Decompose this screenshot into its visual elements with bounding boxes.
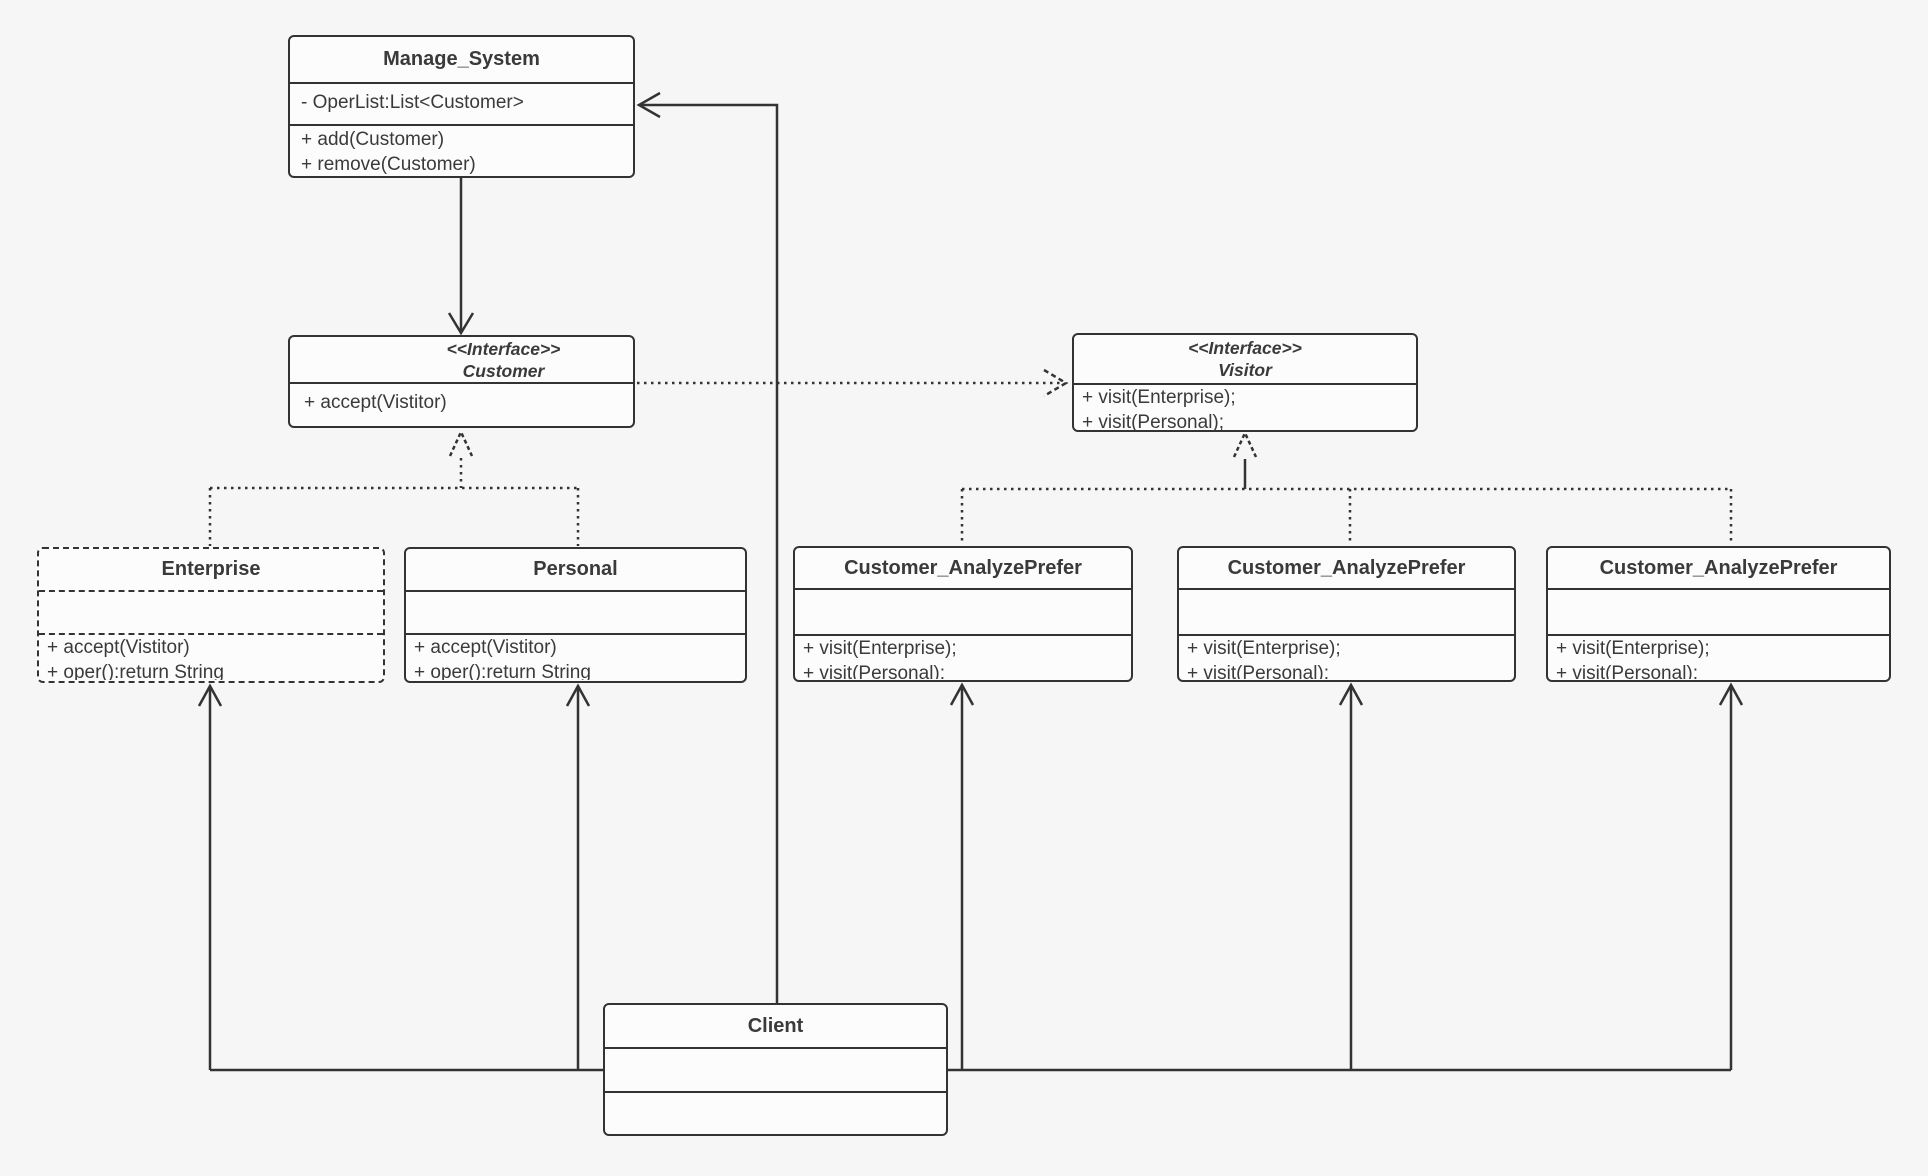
class-methods: + visit(Enterprise); + visit(Personal); bbox=[1074, 383, 1416, 431]
class-manage-system[interactable]: Manage_System - OperList:List<Customer> … bbox=[288, 35, 635, 178]
class-title: <<Interface>> Customer bbox=[290, 337, 633, 382]
class-methods: + add(Customer) + remove(Customer) bbox=[290, 124, 633, 175]
class-methods: + accept(Vistitor) + oper():return Strin… bbox=[406, 633, 745, 680]
interface-name: Customer bbox=[462, 360, 545, 381]
empty-compartment bbox=[605, 1047, 946, 1091]
class-personal[interactable]: Personal + accept(Vistitor) + oper():ret… bbox=[404, 547, 747, 683]
class-methods: + visit(Enterprise); + visit(Personal); bbox=[1548, 634, 1889, 679]
class-enterprise[interactable]: Enterprise + accept(Vistitor) + oper():r… bbox=[37, 547, 385, 683]
class-methods: + visit(Enterprise); + visit(Personal); bbox=[795, 634, 1131, 679]
method: + accept(Vistitor) bbox=[304, 392, 447, 413]
class-title: Customer_AnalyzePrefer bbox=[844, 556, 1082, 579]
class-methods: + accept(Vistitor) bbox=[290, 382, 633, 425]
class-client[interactable]: Client bbox=[603, 1003, 948, 1136]
method: + visit(Enterprise); bbox=[1187, 638, 1341, 659]
method: + visit(Personal); bbox=[1187, 663, 1330, 679]
empty-compartment bbox=[39, 590, 383, 633]
client-bus-arrows bbox=[197, 682, 1744, 1072]
class-title: Customer_AnalyzePrefer bbox=[1599, 556, 1838, 579]
method: + oper():return String bbox=[47, 662, 224, 680]
class-methods: + visit(Enterprise); + visit(Personal); bbox=[1179, 634, 1514, 679]
class-methods: + accept(Vistitor) + oper():return Strin… bbox=[39, 633, 383, 680]
method: + oper():return String bbox=[414, 662, 591, 680]
class-customer-analyzeprefer-2[interactable]: Customer_AnalyzePrefer + visit(Enterpris… bbox=[1177, 546, 1516, 682]
realization-tree-customer bbox=[208, 428, 580, 546]
method: + accept(Vistitor) bbox=[47, 637, 190, 658]
arrow-client-to-managesystem bbox=[636, 91, 779, 1003]
method: + add(Customer) bbox=[301, 129, 445, 150]
attribute: - OperList:List<Customer> bbox=[301, 92, 524, 113]
class-title: Personal bbox=[533, 558, 618, 580]
method: + remove(Customer) bbox=[301, 154, 476, 175]
realization-tree-visitor bbox=[960, 429, 1733, 545]
class-customer-analyzeprefer-3[interactable]: Customer_AnalyzePrefer + visit(Enterpris… bbox=[1546, 546, 1891, 682]
empty-compartment bbox=[795, 588, 1131, 634]
class-title: <<Interface>> Visitor bbox=[1074, 335, 1416, 383]
interface-visitor[interactable]: <<Interface>> Visitor + visit(Enterprise… bbox=[1072, 333, 1418, 432]
method: + visit(Enterprise); bbox=[1082, 387, 1236, 408]
method: + visit(Personal); bbox=[1556, 663, 1699, 679]
empty-compartment bbox=[1179, 588, 1514, 634]
interface-name: Visitor bbox=[1218, 360, 1272, 380]
class-attributes: - OperList:List<Customer> bbox=[290, 82, 633, 124]
class-title: Manage_System bbox=[383, 48, 540, 70]
class-title: Client bbox=[747, 1014, 804, 1037]
method: + visit(Personal); bbox=[803, 663, 946, 679]
method: + visit(Enterprise); bbox=[1556, 638, 1710, 659]
arrow-customer-to-visitor bbox=[637, 368, 1069, 398]
arrow-managesystem-to-customer bbox=[447, 178, 475, 336]
class-customer-analyzeprefer-1[interactable]: Customer_AnalyzePrefer + visit(Enterpris… bbox=[793, 546, 1133, 682]
empty-compartment bbox=[406, 590, 745, 633]
stereotype-label: <<Interface>> bbox=[446, 338, 561, 359]
empty-compartment bbox=[1548, 588, 1889, 634]
method: + accept(Vistitor) bbox=[414, 637, 557, 658]
class-title: Customer_AnalyzePrefer bbox=[1227, 556, 1466, 579]
class-title: Enterprise bbox=[161, 558, 261, 580]
method: + visit(Personal); bbox=[1082, 412, 1225, 431]
method: + visit(Enterprise); bbox=[803, 638, 957, 659]
interface-customer[interactable]: <<Interface>> Customer + accept(Vistitor… bbox=[288, 335, 635, 428]
stereotype-label: <<Interface>> bbox=[1188, 338, 1302, 358]
empty-compartment bbox=[605, 1091, 946, 1130]
